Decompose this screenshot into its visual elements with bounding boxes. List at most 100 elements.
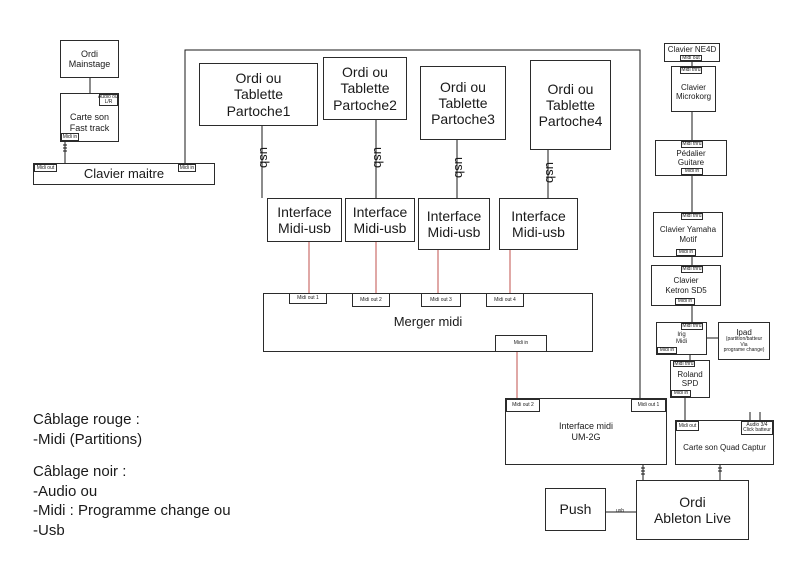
irig-midi-thru: Midi thru	[681, 323, 703, 330]
interface-1-line1: Interface	[277, 203, 332, 220]
partoche2-box: Ordi ou Tablette Partoche2	[323, 57, 407, 120]
pedalier-midi-thru: Midi thru	[681, 141, 703, 148]
interface-4-line1: Interface	[511, 207, 566, 224]
yamaha-line2: Motif	[679, 234, 697, 244]
um2g-midi-out-2: Midi out 2	[506, 399, 540, 412]
microkorg-line2: Microkorg	[675, 92, 712, 101]
interface-midi-usb-2: Interface Midi-usb	[345, 198, 415, 242]
ordi-ableton-line2: Ableton Live	[653, 510, 732, 526]
merger-midi-out-4: Midi out 4	[486, 293, 524, 307]
yamaha-line1: Clavier Yamaha	[659, 225, 717, 235]
quad-captur-audio-port: Audio 3/4 Click batteur	[741, 421, 773, 435]
ipad-box: Ipad (partition/batteur Via programe cha…	[718, 322, 770, 360]
irig-line1: Irig	[677, 331, 686, 338]
merger-midi-out-3: Midi out 3	[421, 293, 461, 307]
legend-red-item-1: -Midi (Partitions)	[33, 430, 143, 448]
ordi-mainstage-line2: Mainstage	[68, 59, 111, 69]
quad-audio-line1: Audio 3/4	[746, 422, 768, 428]
interface-1-line2: Midi-usb	[278, 220, 331, 236]
partoche3-line1: Ordi ou	[440, 78, 486, 95]
interface-2-line1: Interface	[352, 203, 408, 220]
usb-label-4: usb	[542, 162, 558, 183]
ordi-mainstage-line1: Ordi	[80, 48, 98, 59]
interface-midi-usb-4: Interface Midi-usb	[499, 198, 578, 250]
merger-midi-out-2: Midi out 2	[352, 293, 390, 307]
fast-track-audio-port: Audio out L/R	[97, 94, 120, 106]
ipad-line3: Via	[740, 341, 748, 348]
partoche3-line3: Partoche3	[431, 111, 495, 128]
legend-black-block: Câblage noir : -Audio ou -Midi : Program…	[33, 462, 231, 540]
partoche1-line2: Tablette	[233, 86, 284, 103]
roland-midi-in: Midi in	[671, 390, 691, 397]
clavier-ne4d-label: Clavier NE4D	[667, 45, 717, 54]
ipad-line1: Ipad	[736, 327, 752, 337]
ordi-ableton-box: Ordi Ableton Live	[636, 480, 749, 540]
partoche2-line1: Ordi ou	[342, 64, 388, 81]
fast-track-audio-line2: L/R	[104, 99, 113, 105]
partoche4-line3: Partoche4	[538, 113, 603, 130]
red-cables	[308, 242, 518, 398]
ne4d-midi-out: Midi out	[680, 55, 702, 61]
partoche3-box: Ordi ou Tablette Partoche3	[420, 66, 506, 140]
partoche1-line1: Ordi ou	[235, 70, 282, 87]
merger-midi-out-1: Midi out 1	[289, 293, 327, 304]
microkorg-midi-thru: Midi thru	[680, 67, 702, 74]
um2g-midi-out-1: Midi out 1	[631, 399, 666, 412]
usb-label-2: usb	[370, 147, 386, 168]
ketron-line2: Ketron SD5	[665, 285, 707, 295]
merger-midi-in: Midi in	[495, 335, 547, 352]
ordi-ableton-line1: Ordi	[679, 493, 706, 510]
interface-midi-usb-1: Interface Midi-usb	[267, 198, 342, 242]
fast-track-line1: Carte son	[69, 112, 110, 123]
quad-captur-label: Carte son Quad Captur	[683, 442, 766, 452]
roland-line1: Roland	[677, 369, 703, 379]
clavier-microkorg-box: Clavier Microkorg	[671, 66, 716, 112]
usb-label-1: usb	[256, 147, 272, 168]
partoche1-box: Ordi ou Tablette Partoche1	[199, 63, 318, 126]
partoche4-line1: Ordi ou	[547, 80, 594, 97]
irig-midi-in: Midi in	[657, 347, 677, 354]
fast-track-line2: Fast track	[69, 122, 110, 133]
push-usb-label: usb	[616, 508, 625, 514]
yamaha-midi-in: Midi in	[676, 249, 696, 256]
interface-3-line2: Midi-usb	[427, 224, 481, 240]
pedalier-line2: Guitare	[677, 158, 705, 167]
ketron-line1: Clavier	[673, 276, 699, 286]
um2g-line1: Interface midi	[558, 421, 614, 432]
jack-mark-um2g	[641, 467, 645, 475]
partoche4-line2: Tablette	[545, 96, 596, 113]
yamaha-midi-thru: Midi thru	[681, 213, 703, 220]
roland-line2: SPD	[681, 379, 699, 388]
ordi-mainstage-box: Ordi Mainstage	[60, 40, 119, 78]
legend-black-title: Câblage noir :	[33, 463, 127, 480]
partoche4-box: Ordi ou Tablette Partoche4	[530, 60, 611, 150]
jack-mark-quad	[718, 467, 722, 472]
ipad-line4: programe change)	[723, 347, 765, 354]
interface-midi-usb-3: Interface Midi-usb	[418, 198, 490, 250]
microkorg-line1: Clavier	[681, 82, 706, 92]
partoche1-line3: Partoche1	[226, 102, 291, 119]
partoche2-line2: Tablette	[340, 80, 390, 97]
partoche3-line2: Tablette	[438, 94, 488, 111]
jack-mark-mainstage	[63, 144, 67, 152]
pedalier-line1: Pédalier	[676, 148, 706, 158]
quad-audio-line2: Click batteur	[743, 427, 771, 433]
push-box: Push	[545, 488, 606, 531]
partoche2-line3: Partoche2	[333, 96, 397, 113]
clavier-maitre-label: Clavier maitre	[83, 165, 165, 181]
ketron-midi-in: Midi in	[675, 298, 695, 305]
fast-track-audio-line1: Audio out	[97, 94, 120, 100]
usb-label-3: usb	[451, 157, 467, 178]
cable-clavier-maitre-um2g	[184, 49, 641, 398]
roland-midi-thru: Midi thru	[673, 360, 695, 367]
ketron-midi-thru: Midi thru	[681, 266, 703, 273]
legend-red-title: Câblage rouge :	[33, 411, 140, 428]
black-cables	[63, 49, 761, 513]
clavier-ne4d-box: Clavier NE4D	[664, 43, 720, 62]
clavier-maitre-box: Clavier maitre	[33, 163, 215, 185]
clavier-maitre-midi-in: Midi in	[178, 164, 196, 172]
fast-track-midi-port: Midi in	[61, 133, 79, 141]
interface-4-line2: Midi-usb	[512, 224, 565, 240]
